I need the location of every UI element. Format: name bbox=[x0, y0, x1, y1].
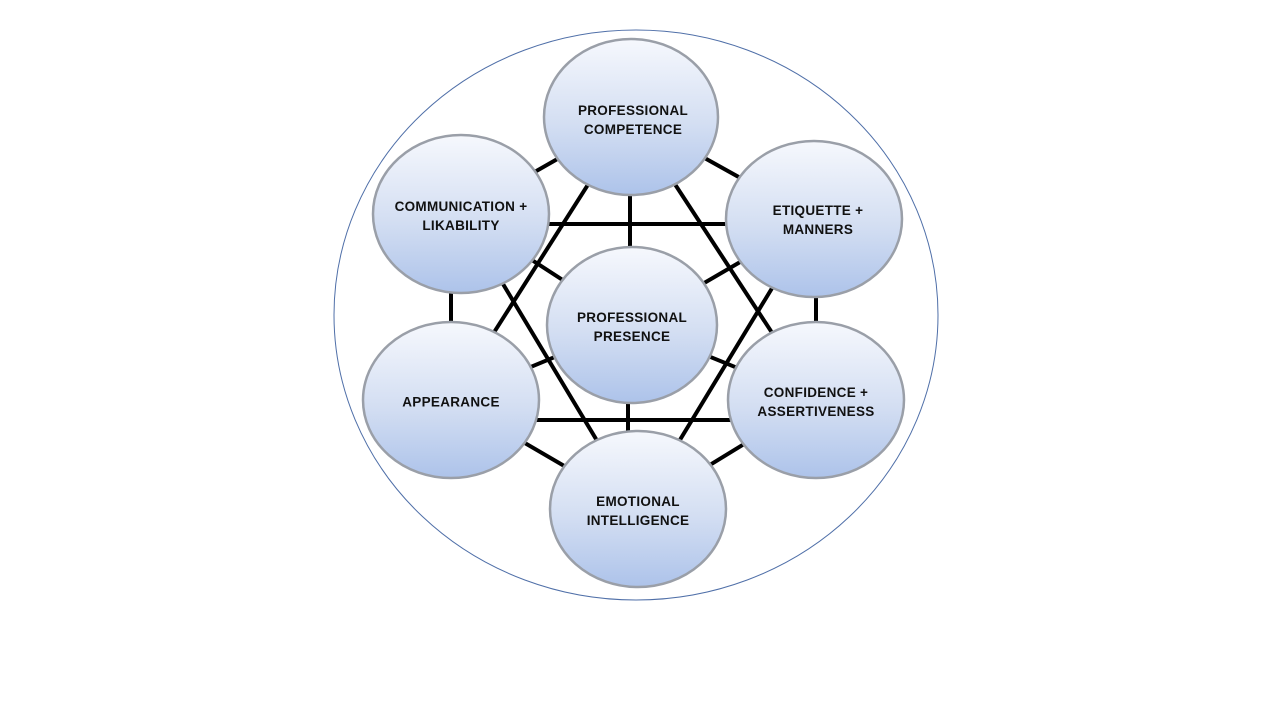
node-appearance bbox=[361, 320, 541, 480]
label-line: PROFESSIONAL bbox=[576, 310, 688, 325]
label-emotional-intelligence: EMOTIONAL INTELLIGENCE bbox=[587, 492, 690, 530]
node-communication-likability bbox=[371, 133, 551, 295]
outer-circle bbox=[333, 29, 939, 601]
label-line: MANNERS bbox=[782, 222, 854, 237]
label-professional-competence: PROFESSIONAL COMPETENCE bbox=[578, 101, 688, 139]
label-confidence-assertiveness: CONFIDENCE + ASSERTIVENESS bbox=[757, 383, 874, 421]
label-line: PROFESSIONAL bbox=[577, 103, 689, 118]
label-communication-likability: COMMUNICATION + LIKABILITY bbox=[395, 197, 528, 235]
label-line: COMMUNICATION + bbox=[394, 199, 528, 214]
node-etiquette-manners bbox=[724, 139, 904, 299]
node-confidence-assertiveness bbox=[726, 320, 906, 480]
node-emotional-intelligence bbox=[548, 429, 728, 589]
label-line: PRESENCE bbox=[593, 329, 671, 344]
label-line: EMOTIONAL bbox=[596, 494, 680, 509]
label-line: COMPETENCE bbox=[583, 122, 683, 137]
node-professional-presence bbox=[545, 245, 719, 405]
label-line: ASSERTIVENESS bbox=[757, 404, 875, 419]
label-line: CONFIDENCE + bbox=[763, 385, 869, 400]
label-appearance: APPEARANCE bbox=[402, 393, 500, 412]
label-etiquette-manners: ETIQUETTE + MANNERS bbox=[773, 201, 864, 239]
label-line: ETIQUETTE + bbox=[772, 203, 864, 218]
label-line: INTELLIGENCE bbox=[586, 513, 690, 528]
label-professional-presence: PROFESSIONAL PRESENCE bbox=[577, 308, 687, 346]
label-line: APPEARANCE bbox=[402, 394, 500, 410]
node-professional-competence bbox=[542, 37, 720, 197]
label-line: LIKABILITY bbox=[422, 218, 500, 233]
